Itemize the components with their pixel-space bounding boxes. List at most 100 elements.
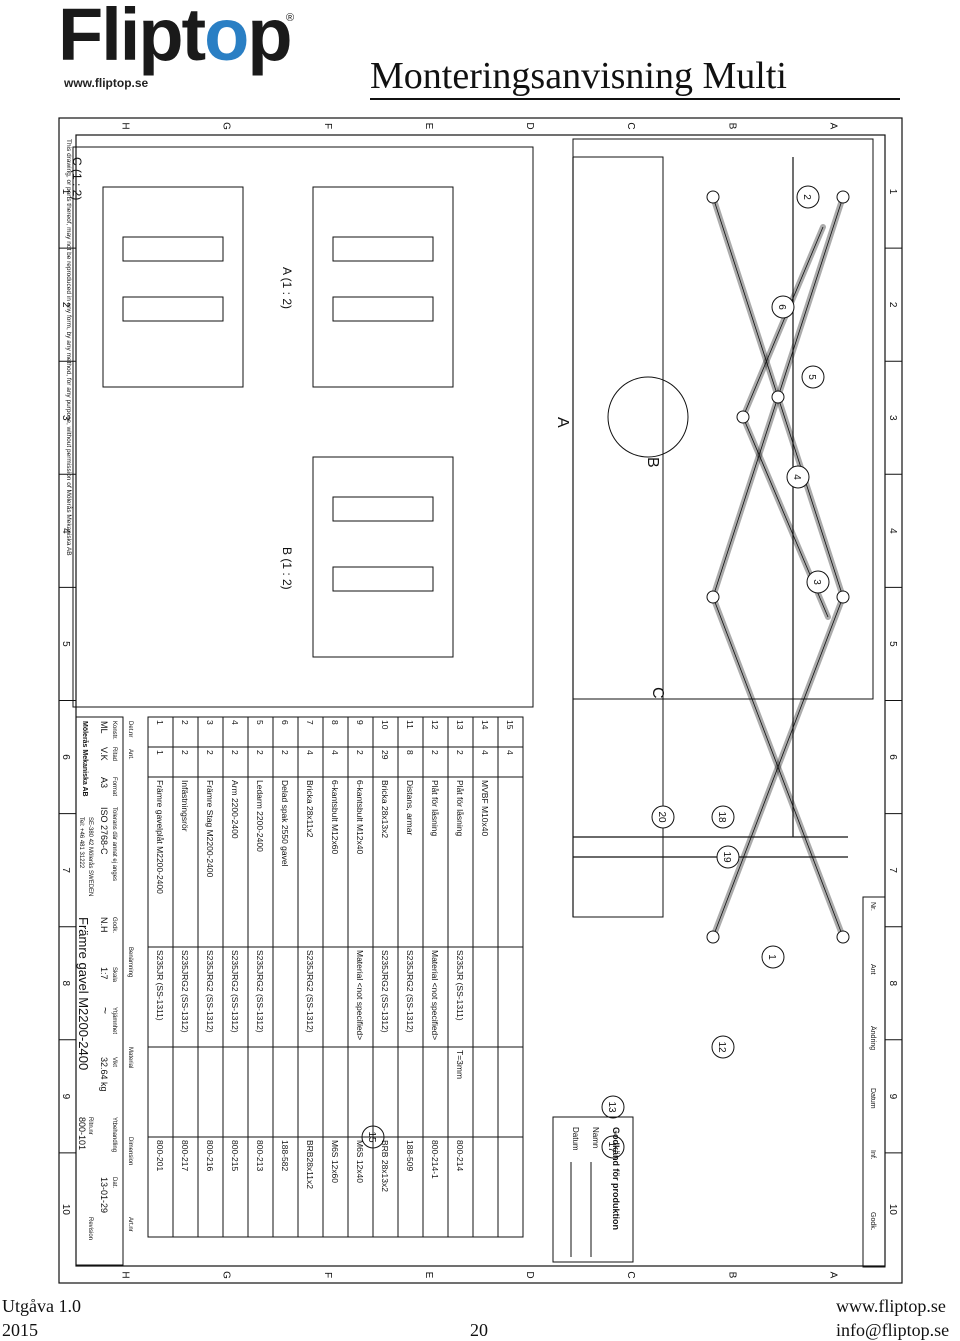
bom-cell: 4 [505,750,515,755]
bom-cell: Ledarm 2200-2400 [255,780,265,852]
bom-cell: 6-kantsbult M12x60 [330,780,340,854]
zone-number-top: 1 [887,189,898,195]
part-balloon [786,465,810,489]
bom-cell: 800-217 [180,1140,190,1171]
bom-cell: 8 [330,720,340,725]
technical-drawing: 1122334455667788991010AABBCCDDEEFFGGHHNr… [58,117,903,1284]
bom-cell: S235JRG2 (SS-1312) [180,950,190,1033]
ytjamnhet-label: Ytjämnhet [111,1007,117,1034]
part-balloon-number: 18 [716,811,727,823]
zone-letter-right: D [524,1271,535,1278]
pivot-pin [706,190,720,204]
approval-box [552,1116,634,1263]
detail-circle-a [607,376,689,458]
bom-cell: 14 [480,720,490,730]
zone-letter-right: F [322,1272,333,1278]
part-balloon [716,845,740,869]
bom-cell: 800-214 [455,1140,465,1171]
bom-cell: 8 [405,750,415,755]
page-number: 20 [470,1320,488,1340]
vikt-value: 32.64 kg [99,1057,109,1092]
pivot-pin [736,410,750,424]
ytjamnhet-value: ~ [98,1007,112,1014]
bom-cell: Material <not specified> [430,950,440,1040]
bom-cell: 2 [280,750,290,755]
bom-cell: 6 [280,720,290,725]
part-balloon-number: 5 [806,374,817,380]
ytbeh-label: Ytbehandling [111,1117,117,1152]
title-underline [370,98,900,100]
bolt-outline [332,566,434,592]
part-balloon-number: 13 [606,1101,617,1113]
revision-header: Ändring [869,1026,877,1050]
zone-letter-left: A [827,123,838,130]
fliptop-logo: Fliptop www.fliptop.se [58,0,308,94]
bom-cell: 800-201 [155,1140,165,1171]
pivot-pin [836,190,850,204]
bom-cell: 3 [205,720,215,725]
bom-cell: 10 [380,720,390,730]
copyright-note: This drawing, or parts thereof, may not … [65,139,73,556]
bom-cell: 4 [330,750,340,755]
zone-number-bottom: 2 [60,302,71,308]
part-balloon [601,1095,625,1119]
part-balloon [711,1035,735,1059]
bom-cell: Främre gavelplåt M2200-2400 [155,780,165,894]
bolt-outline [122,236,224,262]
part-balloon [771,295,795,319]
bom-cell: BRB28x11x2 [305,1140,315,1189]
revision-header: Nr. [869,902,876,911]
bom-cell: BRB 28x13x2 [380,1140,390,1192]
bom-cell: S235JRG2 (SS-1312) [405,950,415,1033]
tolerance-label: Tolerans där annat ej anges [111,807,117,881]
part-balloon-number: 19 [721,851,732,863]
bom-cell: Främre Stag M2200-2400 [205,780,215,878]
side-view-frame [572,156,664,918]
registered-mark: ® [286,12,295,24]
bom-cell: 2 [455,750,465,755]
bom-cell: 15 [505,720,515,730]
bom-cell: Distans, armar [405,780,415,835]
vikt-label: Vikt [111,1057,117,1067]
revision-label: Revision [87,1217,93,1240]
zone-letter-left: C [625,122,636,129]
approval-name: Namn [591,1127,600,1148]
revision-header: Godk. [869,1212,876,1231]
edition-label: Utgåva 1.0 [2,1296,81,1316]
logo-wordmark: Fliptop [58,0,293,72]
bom-cell: Material <not specified> [355,950,365,1040]
bom-cell: Plåt för låsning [430,780,440,836]
bom-cell: Arm 2200-2400 [230,780,240,839]
zone-number-top: 4 [887,528,898,534]
pivot-pin [706,930,720,944]
zone-number-bottom: 9 [60,1094,71,1100]
drawing-title: Främre gavel M2200-2400 [76,917,91,1070]
scissor-arm-edge [742,226,824,418]
bom-cell: 4 [305,750,315,755]
part-balloon [711,805,735,829]
zone-number-top: 5 [887,641,898,647]
zone-number-bottom: 4 [60,528,71,534]
scissor-arm-edge [712,596,844,938]
page-title: Monteringsanvisning Multi [370,55,787,97]
format-value: A3 [99,777,109,788]
pivot-pin [706,590,720,604]
view-a-label: A [554,417,571,428]
bom-cell: 800-215 [230,1140,240,1171]
footer-website: www.fliptop.se [836,1296,946,1316]
bom-cell: 800-214-1 [430,1140,440,1179]
zone-number-top: 3 [887,415,898,421]
bom-cell: 2 [230,750,240,755]
zone-number-bottom: 3 [60,415,71,421]
detail-b-body [312,456,454,658]
approval-date: Datum [571,1127,580,1151]
detail-b-label: B (1 : 2) [280,547,294,590]
zone-number-top: 9 [887,1094,898,1100]
bom-cell: S235JRG2 (SS-1312) [255,950,265,1033]
bom-cell: M6S 12x60 [330,1140,340,1183]
bom-cell: 800-216 [205,1140,215,1171]
bom-cell: S235JRG2 (SS-1312) [230,950,240,1033]
bom-cell: 1 [155,750,165,755]
zone-number-bottom: 10 [60,1204,71,1216]
zone-letter-left: B [726,123,737,130]
